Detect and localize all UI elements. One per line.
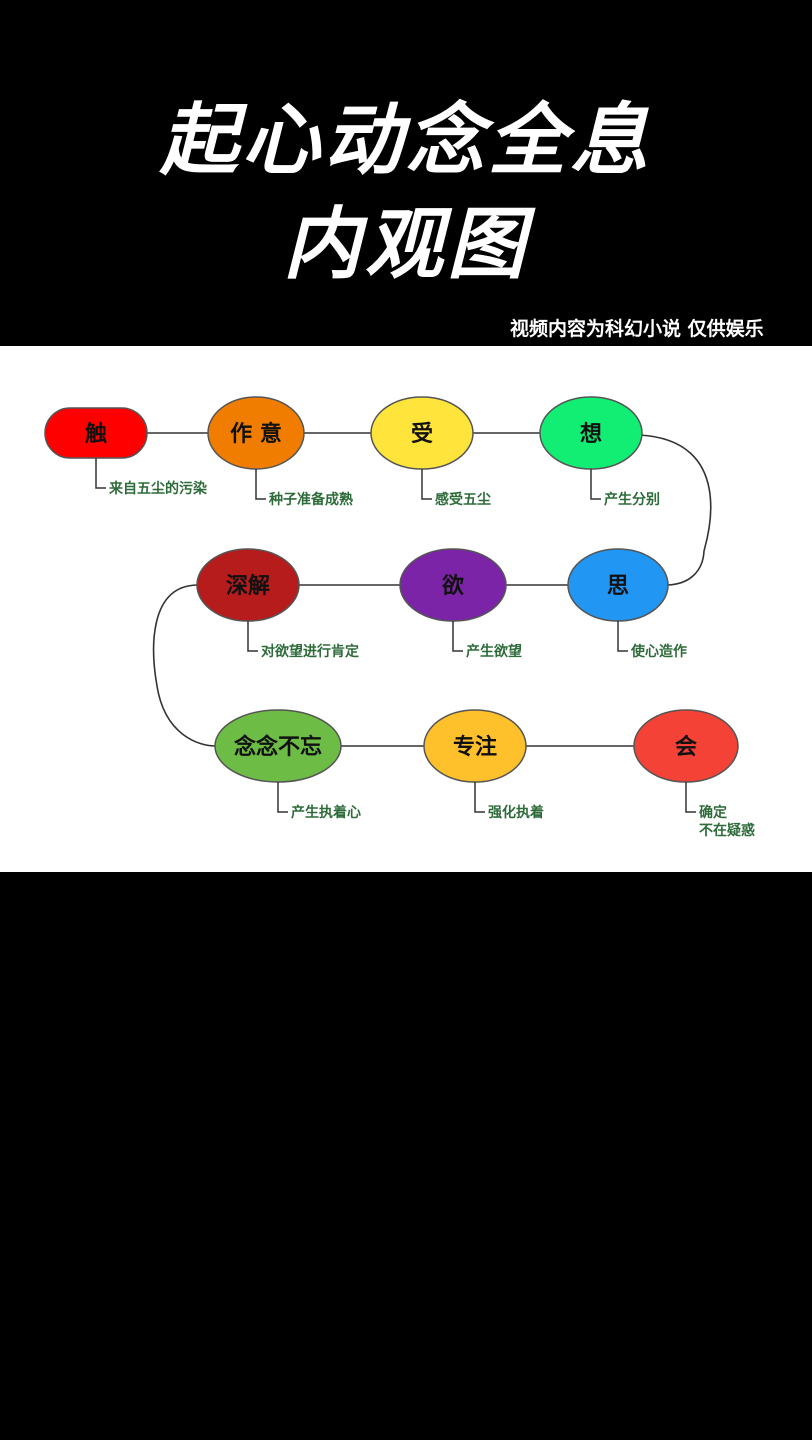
note-bracket <box>617 621 628 652</box>
node-label: 受 <box>411 421 433 447</box>
node-note: 使心造作 <box>630 643 687 660</box>
node-note: 强化执着 <box>488 804 544 821</box>
node-label: 作 意 <box>230 421 282 447</box>
node-label: 思 <box>607 574 629 599</box>
note-bracket <box>247 621 258 652</box>
note-bracket <box>95 458 106 489</box>
diagram-panel: 触来自五尘的污染作 意种子准备成熟受感受五尘想产生分别思使心造作欲产生欲望深解对… <box>0 346 812 872</box>
node-note: 产生分别 <box>604 491 660 508</box>
note-bracket <box>474 782 485 813</box>
node-label: 专注 <box>453 734 497 760</box>
node-label: 念念不忘 <box>234 734 322 760</box>
node-note: 感受五尘 <box>435 491 491 508</box>
note-bracket <box>421 469 432 500</box>
node-label: 会 <box>675 734 697 760</box>
node-note: 不在疑惑 <box>699 822 755 839</box>
node-note: 种子准备成熟 <box>268 491 353 508</box>
node-label: 想 <box>580 422 602 447</box>
connector-lines <box>147 432 712 747</box>
page-title-line-2: 内观图 <box>282 200 529 290</box>
node-note: 产生欲望 <box>466 643 522 660</box>
note-bracket <box>685 782 696 813</box>
node-note: 确定 <box>699 804 727 821</box>
page-title-line-1: 起心动念全息 <box>159 96 652 186</box>
node-note: 产生执着心 <box>291 804 361 821</box>
node-note: 对欲望进行肯定 <box>261 643 359 660</box>
connector-curve <box>152 584 216 747</box>
node-label: 深解 <box>226 573 270 599</box>
node-note: 来自五尘的污染 <box>108 480 208 497</box>
note-bracket <box>452 621 463 652</box>
node-label: 触 <box>85 421 107 447</box>
connector-curve <box>639 434 712 586</box>
note-bracket <box>590 469 601 500</box>
node-label: 欲 <box>441 573 464 599</box>
note-bracket <box>255 469 266 500</box>
note-bracket <box>277 782 288 813</box>
disclaimer-text: 视频内容为科幻小说 仅供娱乐 <box>510 318 764 340</box>
